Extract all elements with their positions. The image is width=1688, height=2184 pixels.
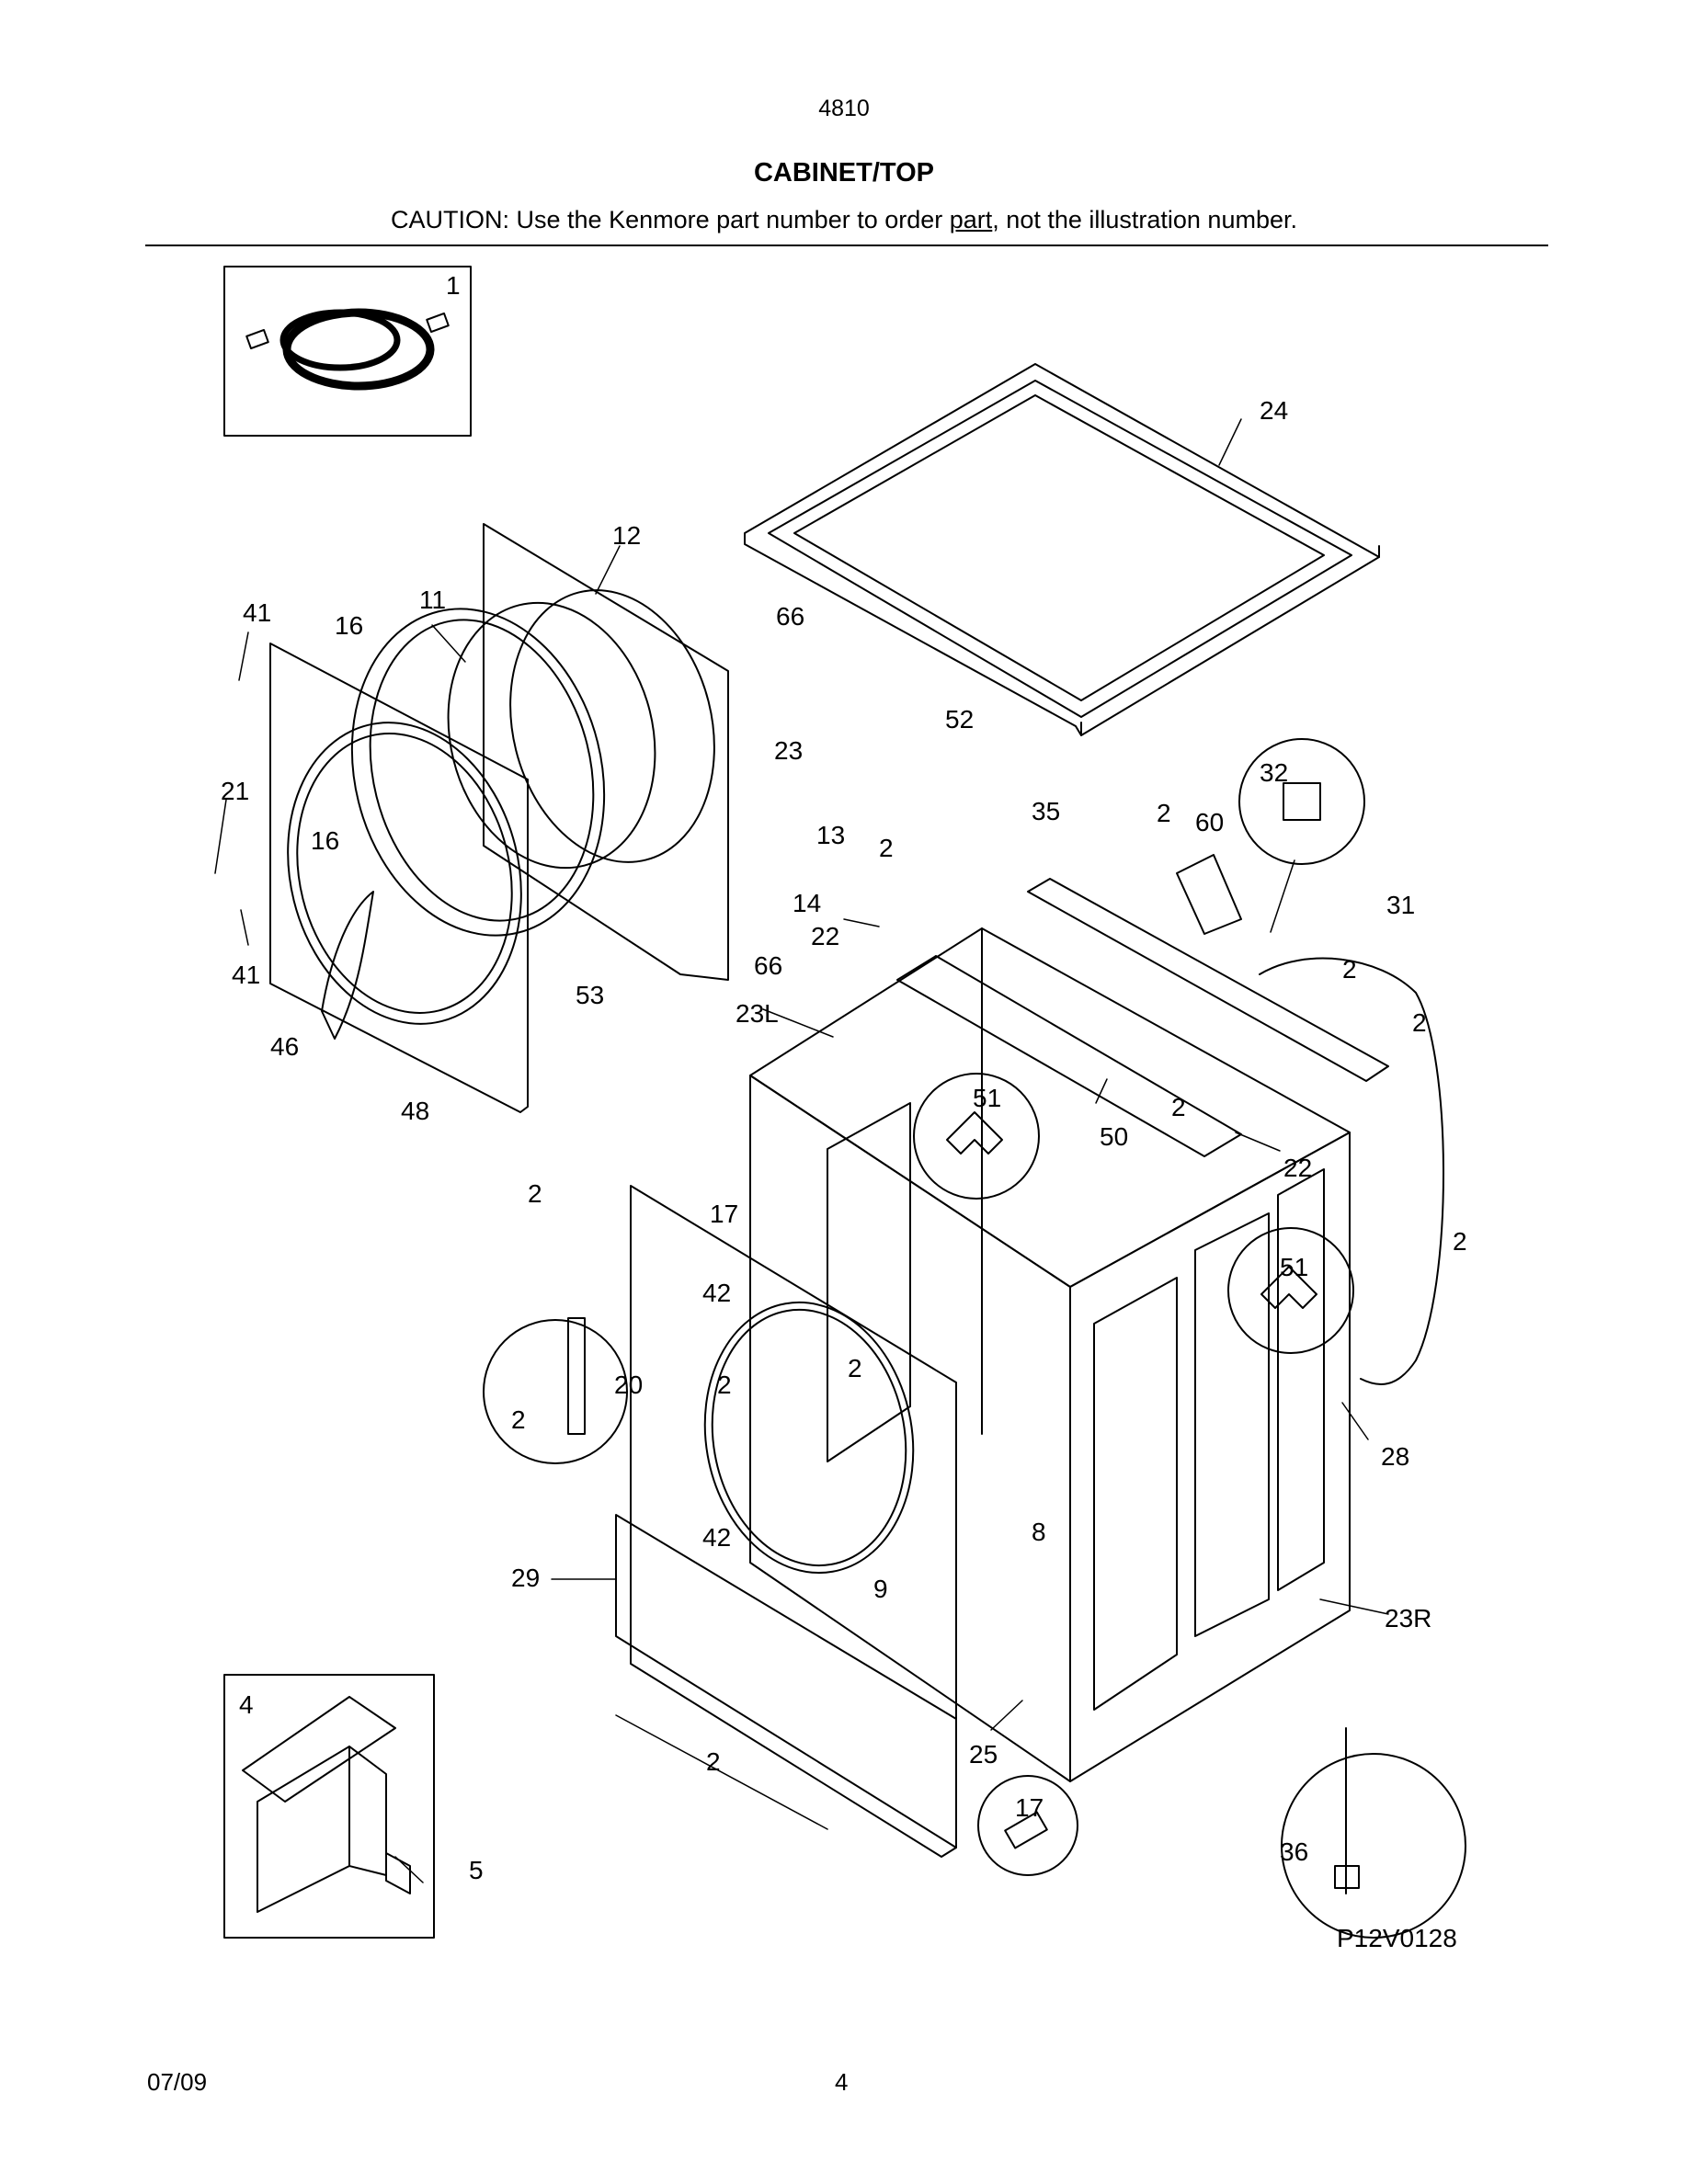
- header-rule: [145, 245, 1548, 246]
- callout: 9: [873, 1575, 888, 1603]
- callout: 50: [1100, 1122, 1128, 1151]
- front-door-panel: [269, 643, 529, 1113]
- top-brace: [896, 955, 1242, 1157]
- inner-panel: [483, 523, 729, 981]
- callout: 2: [1157, 799, 1171, 827]
- callout: 51: [1280, 1253, 1308, 1281]
- callout: 17: [1015, 1793, 1044, 1822]
- callout: 11: [419, 586, 446, 614]
- caution-text-before: CAUTION: Use the Kenmore part number to …: [391, 206, 950, 233]
- callout: 23: [774, 736, 803, 765]
- callout: 16: [311, 826, 339, 855]
- callout: 2: [879, 834, 894, 862]
- callout: 2: [848, 1354, 862, 1382]
- caution-text-after: , not the illustration number.: [992, 206, 1297, 233]
- callout: 1: [446, 271, 461, 300]
- callout: 29: [511, 1564, 540, 1592]
- callout: 2: [717, 1371, 732, 1399]
- callout: 2: [1453, 1227, 1467, 1256]
- callout: 2: [1342, 955, 1357, 984]
- callout: 8: [1032, 1518, 1046, 1546]
- model-number: 4810: [818, 96, 870, 121]
- detail-circle-51a: [913, 1073, 1040, 1200]
- rear-console: [1027, 854, 1389, 1082]
- callout: 31: [1386, 891, 1415, 919]
- caution-text-underlined: part: [949, 206, 993, 233]
- callout: 46: [270, 1032, 299, 1061]
- callout: 2: [1171, 1093, 1186, 1121]
- callout: 60: [1195, 808, 1224, 836]
- callout: 24: [1260, 396, 1288, 425]
- detail-circle-36: [1281, 1727, 1466, 1939]
- front-panel: [615, 1185, 957, 1858]
- callout: 41: [243, 598, 271, 627]
- callout: 25: [969, 1740, 998, 1769]
- detail-circle-20: [483, 1317, 628, 1464]
- callout: 2: [528, 1179, 542, 1208]
- callout: 16: [335, 611, 363, 640]
- figure-id: P12V0128: [1337, 1924, 1457, 1952]
- door-ring: [350, 601, 656, 937]
- callout: 23R: [1385, 1604, 1431, 1632]
- footer-date: 07/09: [147, 2068, 208, 2096]
- callout: 35: [1032, 797, 1060, 825]
- callout: 2: [706, 1747, 721, 1776]
- callout: 41: [232, 961, 260, 989]
- callout: 17: [710, 1200, 738, 1228]
- callout-labels: 1 24 12 41 16 11 66 52 23 21 32 35 2 60 …: [221, 271, 1467, 1952]
- callout: 42: [702, 1523, 731, 1552]
- callout: 66: [776, 602, 804, 631]
- detail-circle-32: [1238, 738, 1365, 865]
- callout: 13: [816, 821, 845, 849]
- callout: 21: [221, 777, 249, 805]
- callout: 42: [702, 1279, 731, 1307]
- callout: 20: [614, 1371, 643, 1399]
- callout: 32: [1260, 758, 1288, 787]
- callout: 5: [469, 1856, 484, 1884]
- footer-page-number: 4: [835, 2068, 849, 2096]
- leader-lines: [214, 418, 1389, 1883]
- caution-note: CAUTION: Use the Kenmore part number to …: [0, 206, 1688, 234]
- detail-circle-51b: [1227, 1227, 1354, 1354]
- callout: 12: [612, 521, 641, 550]
- callout: 36: [1280, 1837, 1308, 1866]
- callout: 2: [511, 1405, 526, 1434]
- rear-panel: [1259, 957, 1444, 1385]
- top-panel: [744, 363, 1380, 736]
- page-title: CABINET/TOP: [753, 158, 935, 188]
- callout: 22: [811, 922, 839, 950]
- cabinet-body: [749, 927, 1351, 1782]
- inset-hose: [223, 266, 472, 437]
- callout: 48: [401, 1097, 429, 1125]
- callout: 22: [1283, 1154, 1312, 1182]
- callout: 51: [973, 1084, 1001, 1112]
- detail-circle-17: [977, 1775, 1078, 1876]
- callout: 52: [945, 705, 974, 734]
- callout: 53: [576, 981, 604, 1009]
- callout: 2: [1412, 1008, 1427, 1037]
- callout: 14: [793, 889, 821, 917]
- callout: 23L: [736, 999, 779, 1028]
- callout: 66: [754, 951, 782, 980]
- callout: 4: [239, 1690, 254, 1719]
- callout: 28: [1381, 1442, 1409, 1471]
- inset-bracket: [223, 1674, 435, 1939]
